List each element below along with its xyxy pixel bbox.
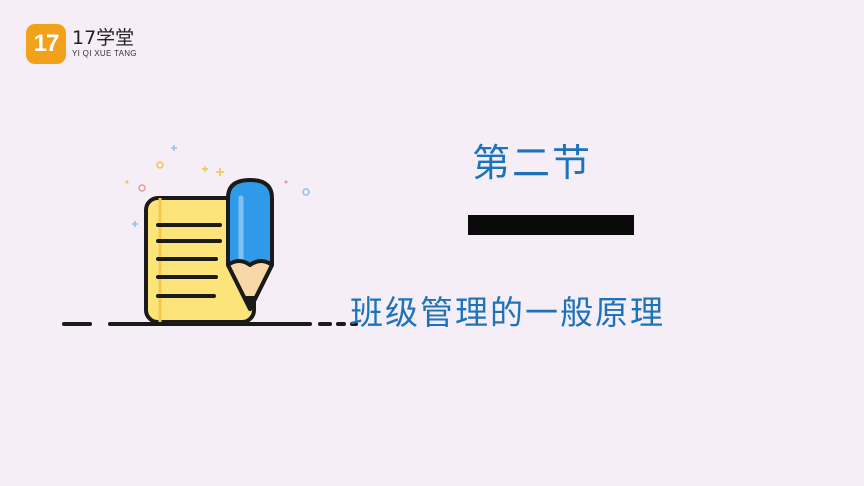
brand-logo: 17 17学堂 YI QI XUE TANG — [26, 22, 137, 66]
page-title: 班级管理的一般原理 — [350, 293, 665, 332]
notepad-pencil-illustration — [62, 145, 358, 326]
logo-name: 17学堂 — [72, 27, 135, 49]
section-number: 第二节 — [472, 141, 593, 185]
logo-subtitle: YI QI XUE TANG — [72, 49, 137, 58]
logo-badge: 17 — [26, 24, 66, 64]
title-divider-bar — [468, 215, 634, 235]
sparkle-decoration — [125, 145, 310, 227]
pencil-icon — [226, 178, 274, 311]
logo-text: 17学堂 YI QI XUE TANG — [72, 28, 137, 60]
